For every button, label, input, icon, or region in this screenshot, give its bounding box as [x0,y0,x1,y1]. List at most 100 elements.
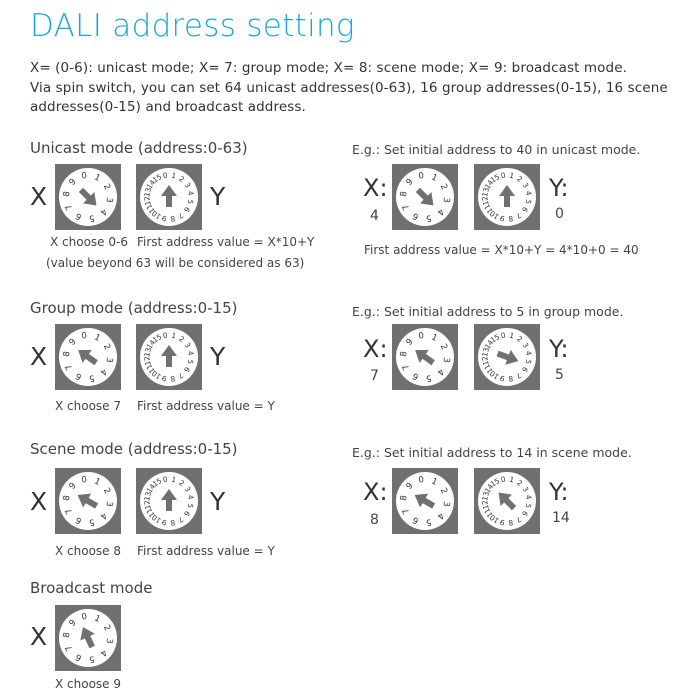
dial-digit: 11 [482,203,495,216]
dial-digit: 7 [176,211,185,221]
dial-digit: 1 [430,172,439,183]
scene-example-heading: E.g.: Set initial address to 14 in scene… [352,445,632,460]
dial-digit: 7 [401,362,412,371]
dial-digit: 1 [171,171,177,181]
dial-arrow-icon [161,489,177,511]
dial-digit: 9 [161,517,168,527]
dial-digit: 8 [507,374,513,384]
dial-digit: 2 [438,342,449,351]
dial-digit: 4 [435,206,446,217]
group-caption-formula: First address value = Y [137,399,275,413]
dial-digit: 1 [93,332,102,343]
dial-arrow-icon [498,492,517,511]
unicast-example-y-label: Y: [549,174,569,202]
dial-digit: 9 [161,373,168,383]
dial-digit: 6 [182,365,192,374]
dial-digit: 8 [399,191,410,198]
dial-digit: 7 [514,515,523,525]
dial-digit: 3 [103,357,114,364]
dial-digit: 4 [186,350,196,356]
dial-digit: 2 [515,478,524,488]
dial-digit: 12 [480,356,490,367]
dial-digit: 7 [64,506,75,515]
dial-arrow-icon [499,185,515,207]
scene-caption-x: X choose 8 [55,544,122,558]
dial-digit: 3 [183,485,193,494]
dial-digit: 3 [440,501,451,508]
scene-example-y-label: Y: [549,478,569,506]
dial-digit: 12 [142,356,152,367]
dial-digit: 0 [81,331,88,342]
dial-digit: 5 [186,359,196,365]
unicast-example-x-label: X: [363,174,388,202]
group-caption-x: X choose 7 [55,399,122,413]
dial-digit: 6 [74,514,83,525]
dial-digit: 9 [67,337,78,348]
dial-digit: 1 [509,171,515,181]
dial-digit: 4 [98,206,109,217]
dial-digit: 3 [521,485,531,494]
dial-digit: 5 [425,372,432,383]
unicast-x-label: X [30,182,48,211]
dial-digit: 9 [499,517,506,527]
dial-digit: 3 [183,181,193,190]
dial-arrow-icon [77,493,99,509]
dial-digit: 15 [151,172,164,185]
dial-digit: 8 [169,214,175,224]
dial-digit: 11 [144,363,157,376]
group-y-label: Y [210,342,226,371]
dial-digit: 1 [171,331,177,341]
dial-digit: 2 [438,182,449,191]
scene-example-y-value: 14 [552,510,570,526]
dial-arrow-icon [161,345,177,367]
dial-digit: 9 [499,213,506,223]
dial-digit: 0 [162,170,168,180]
dial-digit: 11 [482,507,495,520]
intro-line-1: X= (0-6): unicast mode; X= 7: group mode… [30,60,627,76]
dial-digit: 6 [520,205,530,214]
scene-example-x-label: X: [363,478,388,506]
dial-digit: 7 [514,211,523,221]
dial-digit: 3 [183,341,193,350]
dial-digit: 9 [67,481,78,492]
dial-arrow-icon [415,349,435,366]
dial-digit: 1 [509,475,515,485]
dial-digit: 2 [101,623,112,632]
intro-line-3: addresses(0-15) and broadcast address. [30,99,306,115]
dial-digit: 15 [151,332,164,345]
dial-digit: 15 [151,476,164,489]
dial-digit: 3 [103,638,114,645]
dial-digit: 5 [186,503,196,509]
dial-digit: 7 [176,515,185,525]
dial-digit: 13 [142,491,153,502]
scene-heading: Scene mode (address:0-15) [30,440,238,458]
dial-digit: 12 [480,500,490,511]
dial-digit: 6 [182,205,192,214]
dial-digit: 5 [425,212,432,223]
dial-digit: 15 [489,476,502,489]
broadcast-heading: Broadcast mode [30,579,153,597]
dial-digit: 9 [404,177,415,188]
dial-digit: 7 [401,202,412,211]
dial-digit: 4 [98,510,109,521]
dial-digit: 13 [480,491,491,502]
group-example-heading: E.g.: Set initial address to 5 in group … [352,304,624,319]
dial-digit: 4 [98,647,109,658]
dial-arrow-icon [414,493,436,509]
dial-digit: 3 [440,197,451,204]
dial-digit: 12 [142,196,152,207]
scene-x-label: X [30,487,48,516]
